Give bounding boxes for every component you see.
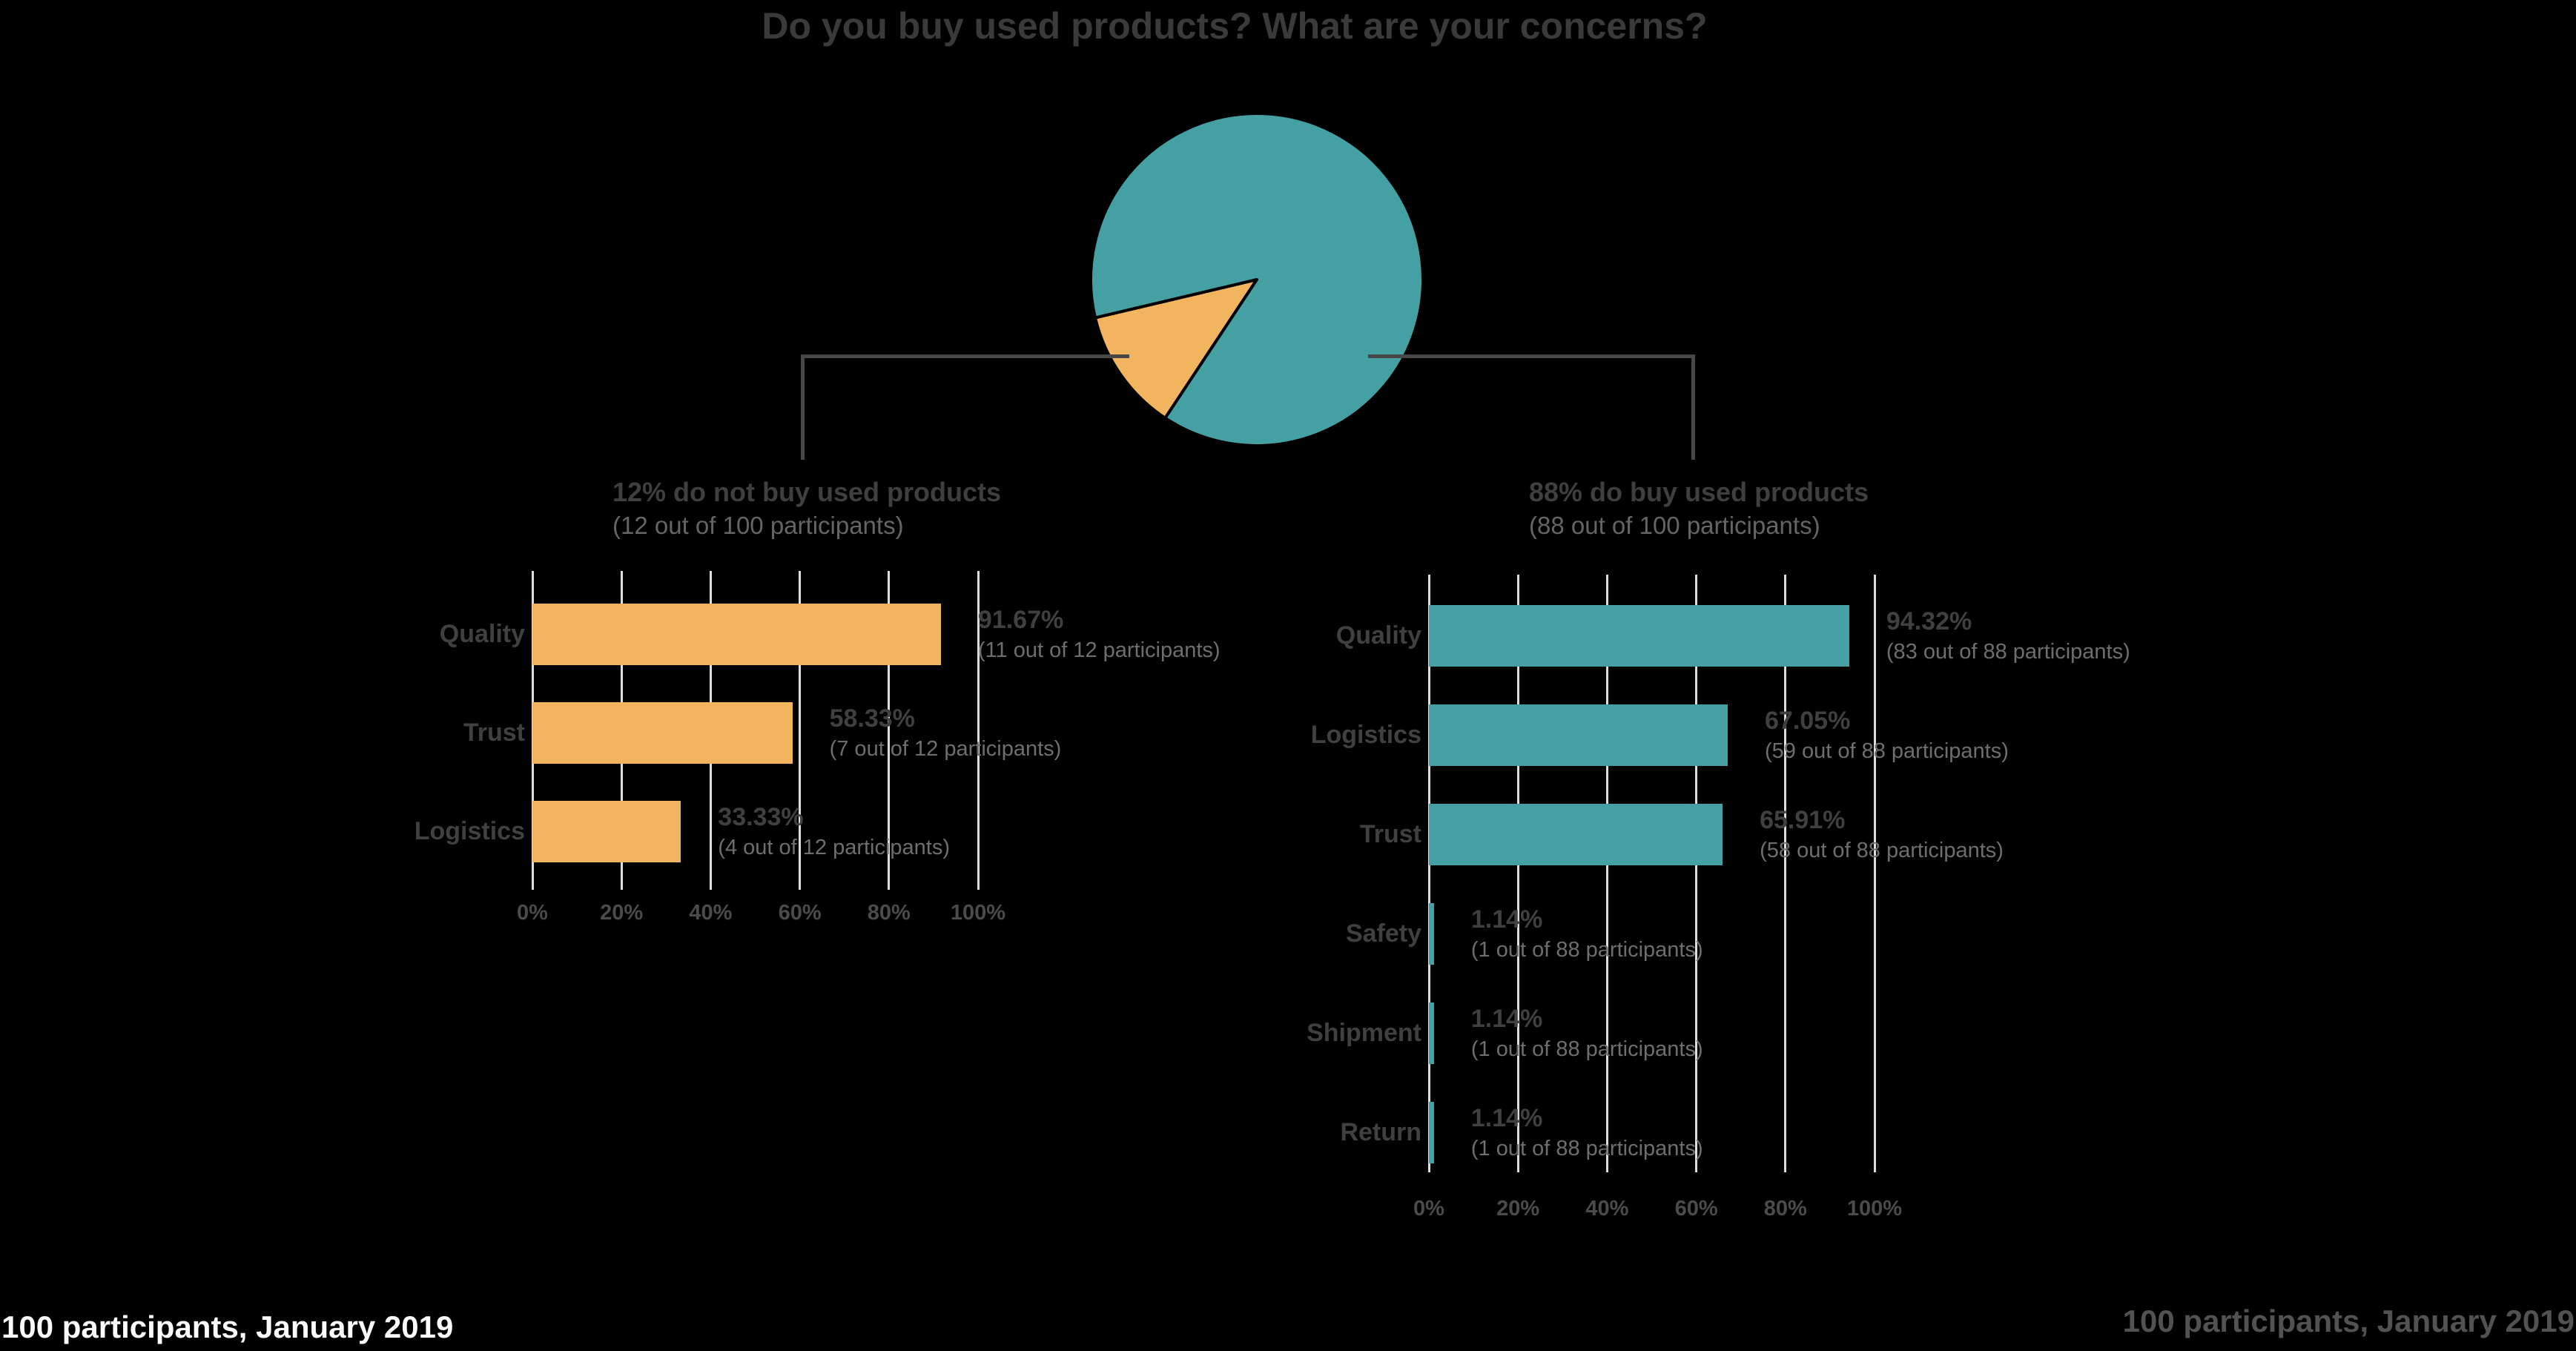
axis-tick-label: 0% xyxy=(517,901,548,925)
category-label: Trust xyxy=(1359,820,1421,848)
value-percent-label: 58.33% xyxy=(829,704,915,733)
value-label-group: 1.14% (1 out of 88 participants) xyxy=(1471,1000,1703,1066)
category-label: Trust xyxy=(463,719,525,747)
axis-tick-label: 60% xyxy=(1674,1197,1718,1220)
value-percent-label: 1.14% xyxy=(1470,1103,1543,1132)
left-chart-subtitle: 12% do not buy used products (12 out of … xyxy=(612,475,1001,542)
axis-tick-label: 60% xyxy=(778,901,822,925)
value-sub-label: (58 out of 88 participants) xyxy=(1760,838,2004,862)
axis-tick-label: 20% xyxy=(1496,1197,1540,1220)
bar xyxy=(1429,704,1728,766)
gridline xyxy=(888,571,891,890)
pie-slice-1 xyxy=(1089,112,1424,447)
value-sub-label: (4 out of 12 participants) xyxy=(718,835,951,859)
axis-tick-label: 100% xyxy=(1846,1197,1903,1220)
left-subtitle-main: 12% do not buy used products xyxy=(612,477,1002,507)
axis-tick-label: 40% xyxy=(689,901,733,925)
bar xyxy=(1429,902,1434,965)
category-label: Safety xyxy=(1345,919,1421,948)
value-label-group: 91.67% (11 out of 12 participants) xyxy=(978,601,1221,667)
value-sub-label: (1 out of 88 participants) xyxy=(1470,937,1703,962)
left-connector-vertical-line xyxy=(801,354,805,460)
category-label: Logistics xyxy=(1310,721,1421,749)
category-label: Return xyxy=(1340,1118,1421,1146)
value-percent-label: 65.91% xyxy=(1760,805,1846,834)
value-label-group: 1.14% (1 out of 88 participants) xyxy=(1471,901,1703,966)
value-percent-label: 91.67% xyxy=(977,605,1064,634)
value-percent-label: 1.14% xyxy=(1470,1004,1543,1033)
gridline xyxy=(1516,575,1519,1172)
value-label-group: 67.05% (59 out of 88 participants) xyxy=(1765,702,2009,767)
gridline xyxy=(1427,575,1430,1172)
axis-tick-label: 80% xyxy=(867,901,911,925)
gridline xyxy=(1784,575,1787,1172)
left-subtitle-sub: (12 out of 100 participants) xyxy=(612,512,904,539)
gridline xyxy=(1873,575,1876,1172)
footer-left-caption: 100 participants, January 2019 xyxy=(1,1309,454,1344)
category-label: Quality xyxy=(439,620,525,648)
value-label-group: 58.33% (7 out of 12 participants) xyxy=(830,700,1062,765)
value-sub-label: (83 out of 88 participants) xyxy=(1886,639,2130,664)
bar xyxy=(1429,604,1849,667)
value-sub-label: (7 out of 12 participants) xyxy=(829,736,1062,761)
axis-tick-label: 80% xyxy=(1763,1197,1807,1220)
gridline xyxy=(1695,575,1698,1172)
bar xyxy=(1429,1101,1434,1163)
right-connector-vertical-line xyxy=(1691,354,1695,460)
left-connector-horizontal-line xyxy=(801,354,1129,358)
axis-tick-label: 40% xyxy=(1585,1197,1629,1220)
axis-tick-label: 0% xyxy=(1413,1197,1444,1220)
value-sub-label: (1 out of 88 participants) xyxy=(1470,1136,1703,1160)
axis-tick-label: 100% xyxy=(950,901,1006,925)
pie-slice-0 xyxy=(1094,278,1258,420)
bar xyxy=(1429,803,1723,865)
value-percent-label: 1.14% xyxy=(1470,905,1543,934)
gridline xyxy=(1605,575,1608,1172)
right-chart-subtitle: 88% do buy used products (88 out of 100 … xyxy=(1529,475,1869,542)
right-connector-horizontal-line xyxy=(1368,354,1695,358)
value-label-group: 65.91% (58 out of 88 participants) xyxy=(1760,802,2004,867)
value-percent-label: 67.05% xyxy=(1765,706,1851,735)
footer-right-caption: 100 participants, January 2019 xyxy=(2122,1304,2575,1338)
category-label: Quality xyxy=(1335,621,1421,650)
value-percent-label: 94.32% xyxy=(1886,607,1972,635)
page-title: Do you buy used products? What are your … xyxy=(762,5,1708,47)
value-label-group: 33.33% (4 out of 12 participants) xyxy=(718,799,950,864)
gridline xyxy=(977,571,980,890)
category-label: Shipment xyxy=(1307,1019,1421,1047)
right-subtitle-main: 88% do buy used products xyxy=(1529,477,1869,507)
value-percent-label: 33.33% xyxy=(718,802,804,831)
bar xyxy=(532,800,681,862)
gridline xyxy=(799,571,802,890)
value-sub-label: (59 out of 88 participants) xyxy=(1765,739,2009,763)
axis-tick-label: 20% xyxy=(600,901,644,925)
value-sub-label: (11 out of 12 participants) xyxy=(977,638,1221,662)
bar xyxy=(532,603,941,665)
bar xyxy=(532,701,793,764)
category-label: Logistics xyxy=(414,817,525,845)
value-sub-label: (1 out of 88 participants) xyxy=(1470,1037,1703,1061)
bar xyxy=(1429,1002,1434,1064)
value-label-group: 94.32% (83 out of 88 participants) xyxy=(1886,603,2130,668)
pie-chart xyxy=(1089,112,1424,447)
right-subtitle-sub: (88 out of 100 participants) xyxy=(1529,512,1820,539)
value-label-group: 1.14% (1 out of 88 participants) xyxy=(1471,1100,1703,1165)
